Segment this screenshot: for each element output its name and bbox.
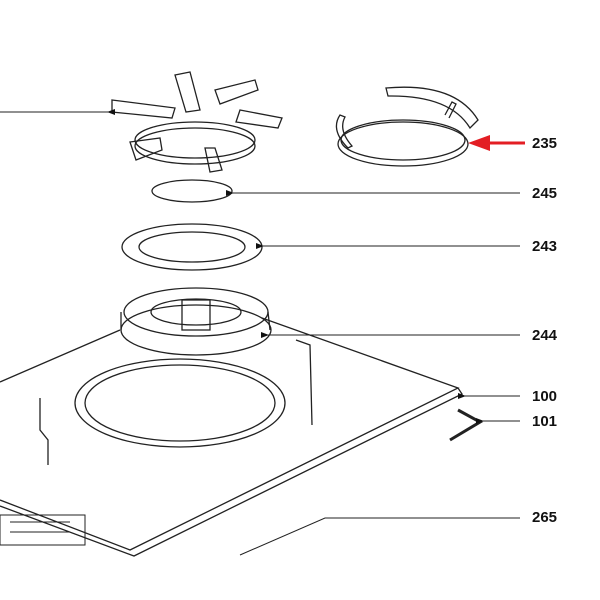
label-100: 100 [532,388,558,405]
part-243-flame-spreader-ring [121,223,263,271]
leader-lines [0,109,520,556]
label-244: 244 [532,327,558,344]
label-235: 235 [532,135,558,152]
label-243: 243 [532,238,558,255]
part-244-burner-base [120,287,272,356]
part-245-burner-cap [151,179,233,203]
part-235-burner-ring [335,86,479,167]
label-265: 265 [532,509,558,526]
label-101: 101 [532,413,558,430]
part-100-glass-hob-top [0,317,463,557]
pan-support-grate [111,71,283,173]
part-101-seal [449,408,484,442]
label-245: 245 [532,185,558,202]
red-arrow-235 [468,135,525,151]
